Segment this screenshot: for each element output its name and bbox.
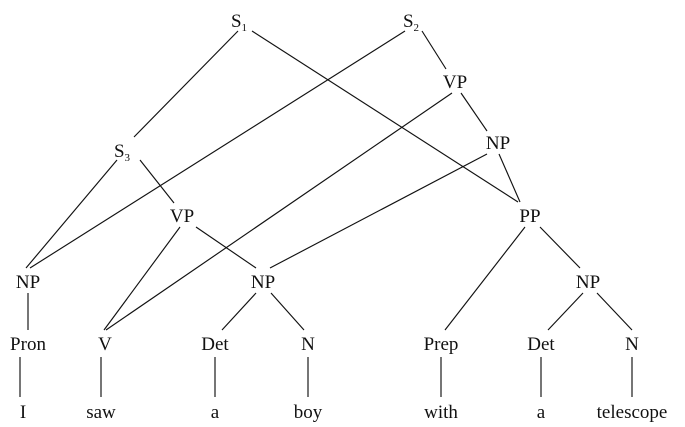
edge-pp-prep <box>444 226 526 331</box>
node-w-boy: boy <box>294 402 323 423</box>
node-det1: Det <box>201 334 229 355</box>
node-pron: Pron <box>10 334 46 355</box>
node-vp-top: VP <box>443 72 467 93</box>
node-w-a1: a <box>211 402 220 423</box>
node-w-telescope: telescope <box>597 402 668 423</box>
edge-s3-np_left <box>25 159 118 269</box>
node-s3: S3 <box>114 141 131 164</box>
edge-np_tel-det2 <box>547 292 584 331</box>
edge-pp-np_tel <box>539 226 581 269</box>
node-n2: N <box>625 334 639 355</box>
node-s2: S2 <box>403 11 419 34</box>
edge-vp_top-v <box>105 92 453 331</box>
edge-vp_top-np_mid <box>460 92 488 132</box>
tree-edges <box>19 30 633 397</box>
node-s1-subscript: 1 <box>242 22 248 34</box>
edge-vp_left-v <box>103 226 181 331</box>
node-np-boy: NP <box>251 272 275 293</box>
edge-np_boy-det1 <box>221 292 257 331</box>
node-s1: S1 <box>231 11 247 34</box>
edge-np_mid-np_boy <box>269 153 488 269</box>
node-w-saw: saw <box>86 402 116 423</box>
node-s3-subscript: 3 <box>125 152 131 164</box>
edge-np_mid-pp <box>498 153 521 203</box>
edge-np_tel-n2 <box>596 292 633 331</box>
edge-s3-vp_left <box>139 159 175 204</box>
node-s3-label: S <box>114 141 125 162</box>
node-n1: N <box>301 334 315 355</box>
node-s1-label: S <box>231 11 242 32</box>
node-np-left: NP <box>16 272 40 293</box>
edge-np_boy-n1 <box>270 292 305 331</box>
node-v: V <box>98 334 112 355</box>
edge-s2-vp_top <box>421 30 447 70</box>
node-vp-left: VP <box>170 206 194 227</box>
node-s2-label: S <box>403 11 414 32</box>
node-pp: PP <box>519 206 540 227</box>
edge-vp_left-np_boy <box>195 226 257 269</box>
node-w-a2: a <box>537 402 546 423</box>
edge-s2-np_left <box>29 30 406 269</box>
node-w-with: with <box>424 402 458 423</box>
node-np-mid: NP <box>486 133 510 154</box>
node-np-tel: NP <box>576 272 600 293</box>
edge-s1-pp <box>251 30 519 203</box>
node-s2-subscript: 2 <box>414 22 420 34</box>
node-prep: Prep <box>424 334 459 355</box>
node-w-i: I <box>20 402 26 423</box>
edge-s1-s3 <box>133 30 239 138</box>
node-det2: Det <box>527 334 555 355</box>
